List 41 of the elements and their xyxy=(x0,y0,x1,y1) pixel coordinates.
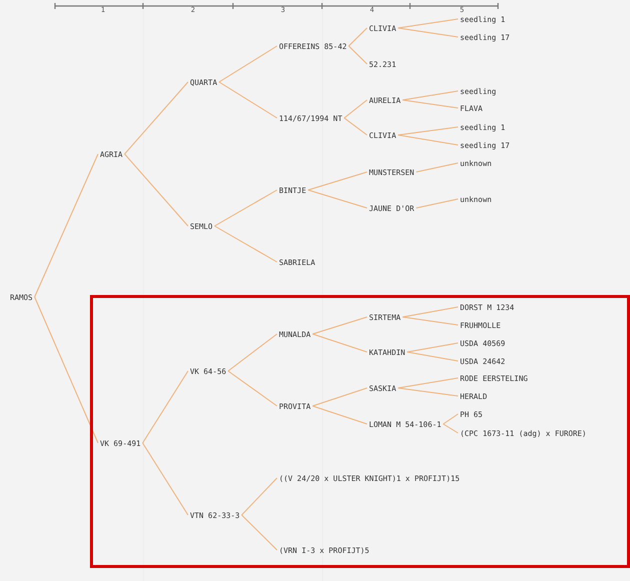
tree-line xyxy=(312,388,368,406)
tree-line xyxy=(348,46,368,64)
tree-line xyxy=(34,154,98,298)
highlight-frame xyxy=(90,295,630,568)
tree-line xyxy=(416,198,458,208)
tree-line xyxy=(442,414,458,424)
tree-line xyxy=(312,316,368,334)
tree-line xyxy=(442,424,458,434)
tree-line xyxy=(124,154,188,226)
tree-line xyxy=(241,478,278,516)
tree-line xyxy=(398,134,458,146)
tree-line xyxy=(308,190,368,208)
tree-line xyxy=(308,172,368,190)
tree-line xyxy=(142,442,188,516)
tree-line xyxy=(406,352,458,362)
tree-line xyxy=(312,334,368,352)
tree-line xyxy=(142,370,188,444)
tree-line xyxy=(398,18,458,28)
tree-line xyxy=(398,378,458,388)
tree-line xyxy=(398,126,458,136)
tree-line xyxy=(228,370,278,406)
tree-line xyxy=(402,100,458,108)
tree-line xyxy=(124,82,188,154)
tree-line xyxy=(348,28,368,46)
tree-line xyxy=(406,342,458,352)
tree-line xyxy=(344,100,368,118)
tree-line xyxy=(398,28,458,38)
tree-line xyxy=(416,162,458,172)
tree-line xyxy=(312,406,368,424)
tree-line xyxy=(398,388,458,396)
tree-line xyxy=(402,306,458,318)
tree-line xyxy=(218,82,278,118)
tree-line xyxy=(218,46,278,82)
tree-line xyxy=(214,226,278,262)
tree-line xyxy=(34,296,98,444)
tree-line xyxy=(402,316,458,326)
tree-line xyxy=(214,190,278,226)
tree-line xyxy=(241,514,278,550)
tree-line xyxy=(402,90,458,100)
tree-line xyxy=(228,334,278,372)
tree-line xyxy=(344,118,368,136)
